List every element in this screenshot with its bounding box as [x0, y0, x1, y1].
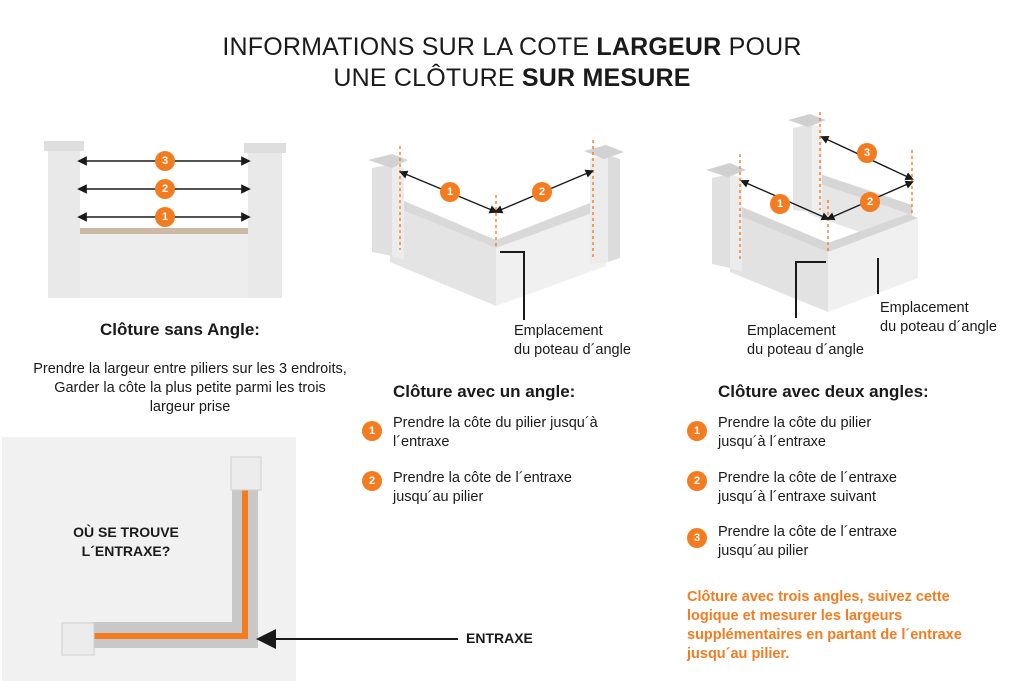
callout-text: du poteau d´angle	[514, 342, 631, 358]
entraxe-label: ENTRAXE	[466, 630, 533, 646]
entraxe-diagram	[61, 456, 458, 656]
callout-text: Emplacement	[747, 323, 836, 339]
wall-coping	[80, 228, 248, 234]
one-angle-step-2: Prendre la côte de l´entraxe jusqu´au pi…	[393, 469, 572, 507]
question-text: L´ENTRAXE?	[81, 543, 171, 559]
callout-line-a	[795, 261, 826, 318]
marker-3: 3	[857, 143, 877, 163]
left-pillar	[48, 146, 80, 298]
marker-1: 1	[770, 194, 790, 214]
front-right-wall	[828, 218, 918, 312]
title-text: POUR	[721, 33, 802, 61]
one-angle-step-1: Prendre la côte du pilier jusqu´à l´entr…	[393, 414, 598, 452]
left-pillar-cap	[368, 154, 408, 168]
fence-one-angle-diagram	[368, 140, 624, 320]
back-pillar	[793, 124, 812, 212]
callout-text: du poteau d´angle	[747, 342, 864, 358]
two-angles-step-3: Prendre la côte de l´entraxe jusqu´au pi…	[718, 523, 897, 561]
callout-line	[500, 251, 525, 320]
left-pillar-side	[392, 164, 404, 260]
step-text: Prendre la côte de l´entraxe	[393, 470, 572, 486]
callout-text: du poteau d´angle	[880, 319, 997, 335]
two-angles-heading: Clôture avec deux angles:	[718, 382, 929, 401]
right-pillar	[248, 148, 282, 298]
no-angle-heading: Clôture sans Angle:	[100, 320, 260, 339]
marker-2: 2	[532, 182, 552, 202]
title-emphasis: SUR MESURE	[521, 64, 691, 92]
step-text: jusqu´à l´entraxe suivant	[718, 489, 876, 505]
callout-text: Emplacement	[514, 323, 603, 339]
three-angles-note: Clôture avec trois angles, suivez cette …	[687, 589, 962, 662]
right-pillar-cap	[244, 143, 286, 153]
step-text: Prendre la côte du pilier	[718, 415, 872, 431]
page-title: INFORMATIONS SUR LA COTE LARGEUR POUR UN…	[0, 32, 1024, 94]
low-wall	[80, 232, 248, 298]
entraxe-question: OÙ SE TROUVE L´ENTRAXE?	[66, 523, 186, 561]
left-wall-face	[390, 205, 496, 306]
step-marker-2: 2	[362, 471, 382, 491]
top-pillar	[230, 456, 262, 491]
front-pillar-cap	[706, 163, 746, 177]
step-text: Prendre la côte de l´entraxe	[718, 470, 897, 486]
fence-two-angles-diagram	[706, 112, 918, 318]
marker-2: 2	[860, 192, 880, 212]
corner-post-callout-a: Emplacement du poteau d´angle	[747, 322, 864, 360]
two-angles-step-1: Prendre la côte du pilier jusqu´à l´entr…	[718, 414, 871, 452]
step-text: Prendre la côte du pilier jusqu´à	[393, 415, 598, 431]
front-pillar-side	[730, 174, 742, 272]
front-pillar	[712, 174, 730, 268]
callout-text: Emplacement	[880, 300, 969, 316]
step-text: jusqu´au pilier	[718, 543, 809, 559]
marker-3: 3	[155, 151, 175, 171]
fence-no-angle-diagram	[44, 141, 286, 298]
corner-post-callout: Emplacement du poteau d´angle	[514, 322, 631, 360]
right-pillar-side	[608, 155, 620, 262]
marker-2: 2	[155, 179, 175, 199]
corner-post-callout-b: Emplacement du poteau d´angle	[880, 299, 997, 337]
front-left-wall	[730, 212, 828, 312]
right-pillar-cap	[584, 145, 624, 159]
marker-1: 1	[440, 182, 460, 202]
step-marker-1: 1	[362, 421, 382, 441]
marker-1: 1	[155, 207, 175, 227]
title-emphasis: LARGEUR	[596, 33, 722, 61]
left-pillar-cap	[44, 141, 84, 151]
step-text: l´entraxe	[393, 434, 450, 450]
one-angle-heading: Clôture avec un angle:	[393, 382, 576, 401]
right-pillar	[590, 155, 608, 264]
step-text: jusqu´au pilier	[393, 489, 484, 505]
step-text: Prendre la côte de l´entraxe	[718, 524, 897, 540]
step-marker-2: 2	[687, 471, 707, 491]
question-text: OÙ SE TROUVE	[73, 524, 179, 540]
left-pillar	[372, 164, 392, 256]
step-marker-3: 3	[687, 528, 707, 548]
step-marker-1: 1	[687, 421, 707, 441]
title-text: UNE CLÔTURE	[333, 64, 522, 92]
bottom-pillar	[61, 622, 95, 656]
title-text: INFORMATIONS SUR LA COTE	[222, 33, 597, 61]
no-angle-text: Prendre la largeur entre piliers sur les…	[33, 361, 347, 415]
two-angles-step-2: Prendre la côte de l´entraxe jusqu´à l´e…	[718, 469, 897, 507]
back-pillar-cap	[788, 114, 826, 127]
step-text: jusqu´à l´entraxe	[718, 434, 826, 450]
